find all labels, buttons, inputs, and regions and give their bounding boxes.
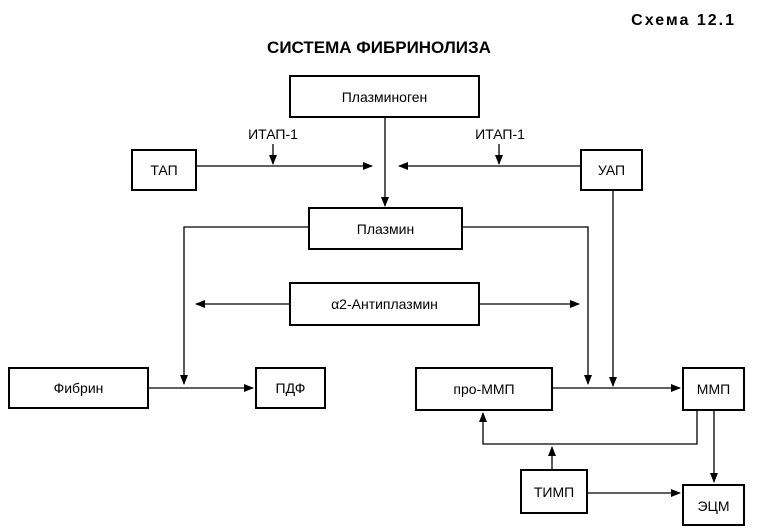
node-plasminogen: Плазминоген [289, 75, 480, 118]
node-tap: ТАП [131, 149, 197, 191]
node-timp: ТИМП [520, 469, 588, 514]
node-antiplasmin: α2-Антиплазмин [289, 282, 480, 326]
itap-label-right: ИТАП-1 [475, 126, 525, 142]
arrow-plasmin-to-fibrin-path [180, 226, 308, 385]
node-tap-label: ТАП [150, 162, 177, 178]
node-antiplasmin-label: α2-Антиплазмин [331, 296, 438, 312]
node-ecm: ЭЦМ [682, 484, 745, 526]
node-pdf: ПДФ [255, 367, 326, 409]
node-mmp-label: ММП [697, 381, 730, 397]
node-mmp: ММП [682, 367, 745, 411]
node-uap: УАП [580, 149, 643, 191]
node-plasmin: Плазмин [308, 207, 463, 250]
node-pdf-label: ПДФ [276, 380, 306, 396]
node-ecm-label: ЭЦМ [697, 498, 729, 514]
node-timp-label: ТИМП [534, 484, 574, 500]
arrow-plasmin-to-pro-mmp-path [463, 226, 592, 385]
node-fibrin-label: Фибрин [54, 380, 104, 396]
node-uap-label: УАП [598, 162, 625, 178]
node-pro-mmp: про-ММП [415, 367, 553, 411]
node-fibrin: Фибрин [8, 367, 149, 409]
itap-label-left: ИТАП-1 [248, 126, 298, 142]
node-plasminogen-label: Плазминоген [342, 89, 428, 105]
scheme-number-label: Схема 12.1 [631, 12, 736, 29]
arrow-mmp-to-pro-mmp [479, 411, 698, 445]
diagram-title: СИСТЕМА ФИБРИНОЛИЗА [267, 38, 491, 57]
node-pro-mmp-label: про-ММП [453, 381, 514, 397]
node-plasmin-label: Плазмин [357, 221, 414, 237]
